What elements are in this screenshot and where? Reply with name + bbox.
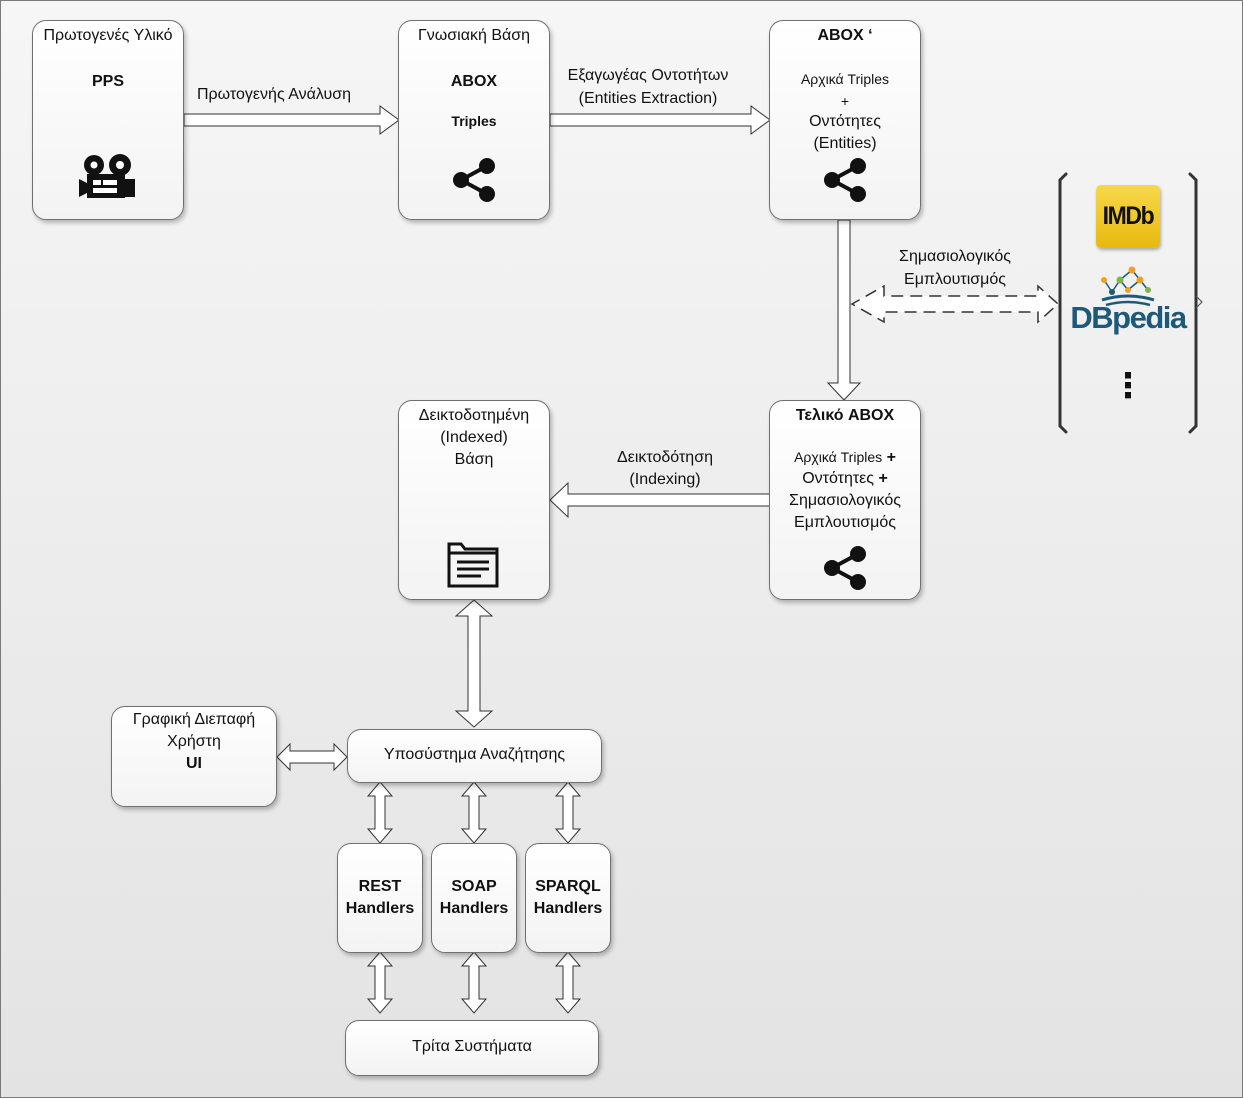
abox-prime-line4: (Entities) [813,135,877,152]
sparql-line2: Handlers [533,900,603,917]
final-line1-row: Αρχικά Triples + [770,449,920,467]
edge-label-primary-analysis: Πρωτογενής Ανάλυση [197,86,351,103]
edge-label-indexing-1: Δεικτοδότηση [617,449,713,466]
ui-line1: Γραφική Διεπαφή [132,711,256,728]
box-soap-handlers: SOAP Handlers [431,843,517,953]
box-knowledge-base: Γνωσιακή Βάση ABOX Triples [398,20,550,220]
final-line4: Εμπλουτισμός [794,514,896,531]
abox-prime-line3: Οντότητες [809,113,881,130]
share-icon [453,158,495,202]
more-sources-icon: ⋮ [1111,367,1145,405]
imdb-logo: IMDb [1096,185,1160,248]
kb-sub2: Triples [451,113,497,129]
arrow-indexing [549,481,771,519]
box-abox-prime: ABOX ‘ Αρχικά Triples + Οντότητες (Entit… [769,20,921,220]
edge-label-enrichment-1: Σημασιολογικός [899,248,1011,265]
arrow-search-sparql [554,781,582,844]
final-title: Τελικό ABOX [795,407,895,424]
arrow-primary-analysis [183,105,400,135]
arrow-soap-third [460,951,488,1014]
box-final-abox: Τελικό ABOX Αρχικά Triples + Οντότητες +… [769,400,921,600]
indexed-line3: Βάση [454,451,494,468]
arrow-search-rest [366,781,394,844]
document-icon [447,542,499,588]
edge-label-indexing-2: (Indexing) [629,471,701,488]
abox-prime-line1: Αρχικά Triples [800,71,890,87]
rest-line2: Handlers [345,900,415,917]
final-line3: Σημασιολογικός [789,492,901,509]
third-label: Τρίτα Συστήματα [412,1038,532,1055]
arrow-extraction [549,105,771,135]
box-raw-material: Πρωτογενές Υλικό PPS [32,20,184,220]
final-plus2: + [878,470,888,487]
final-line2: Οντότητες [802,470,875,487]
arrow-search-soap [460,781,488,844]
raw-title: Πρωτογενές Υλικό [43,27,173,44]
box-sparql-handlers: SPARQL Handlers [525,843,611,953]
box-search-subsystem: Υποσύστημα Αναζήτησης [347,729,602,783]
edge-label-extraction-1: Εξαγωγέας Οντοτήτων [567,67,729,84]
arrow-sparql-third [554,951,582,1014]
final-line2-row: Οντότητες + [770,470,920,488]
box-ui: Γραφική Διεπαφή Χρήστη UI [111,706,277,807]
edge-label-enrichment-2: Εμπλουτισμός [904,271,1006,288]
arrow-indexed-search [454,599,494,728]
kb-title: Γνωσιακή Βάση [417,27,531,44]
rest-line1: REST [358,878,402,895]
sources-bracket [1058,172,1198,434]
abox-prime-line2: + [840,93,850,109]
final-line1: Αρχικά Triples [794,449,883,465]
arrow-abox-to-final [826,219,862,401]
share-icon [824,158,866,202]
imdb-text: IMDb [1102,202,1155,230]
indexed-line1: Δεικτοδοτημένη [418,407,530,424]
ui-line3: UI [186,755,202,772]
ui-line2: Χρήστη [167,733,221,750]
box-third-systems: Τρίτα Συστήματα [345,1020,599,1076]
share-icon [824,546,866,590]
arrow-rest-third [366,951,394,1014]
soap-line2: Handlers [439,900,509,917]
abox-prime-title: ABOX ‘ [817,27,873,44]
arrow-enrichment-dashed [850,284,1060,324]
final-plus1: + [886,449,896,466]
sparql-line1: SPARQL [535,878,601,895]
box-rest-handlers: REST Handlers [337,843,423,953]
arrow-ui-search [276,742,348,772]
soap-line1: SOAP [451,878,497,895]
dbpedia-text: DBpedia [1070,300,1187,335]
search-label: Υποσύστημα Αναζήτησης [383,746,566,763]
indexed-line2: (Indexed) [440,429,508,446]
raw-sub: PPS [91,73,124,90]
kb-sub: ABOX [450,73,498,90]
bracket-tick [1195,295,1203,309]
edge-label-extraction-2: (Entities Extraction) [578,90,718,107]
dbpedia-logo [1101,266,1155,307]
video-camera-icon [79,154,135,198]
box-indexed-db: Δεικτοδοτημένη (Indexed) Βάση [398,400,550,600]
